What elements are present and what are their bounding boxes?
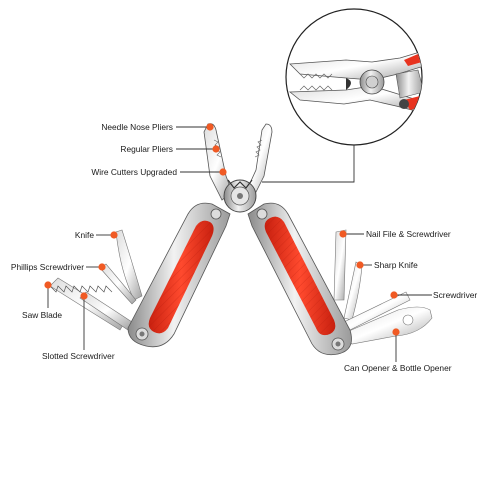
label-nail-file-screwdriver: Nail File & Screwdriver xyxy=(366,229,451,239)
left-handle xyxy=(49,202,231,348)
label-phillips-screwdriver: Phillips Screwdriver xyxy=(10,262,84,272)
label-saw-blade: Saw Blade xyxy=(22,310,63,320)
zoom-inset xyxy=(285,8,423,146)
label-slotted-screwdriver: Slotted Screwdriver xyxy=(42,351,115,361)
label-can-bottle-opener: Can Opener & Bottle Opener xyxy=(344,363,452,373)
label-sharp-knife: Sharp Knife xyxy=(374,260,418,270)
label-needle-nose-pliers: Needle Nose Pliers xyxy=(101,122,173,132)
pliers-head xyxy=(203,123,273,213)
label-wire-cutters: Wire Cutters Upgraded xyxy=(91,167,177,177)
callout-dots xyxy=(44,123,400,336)
label-screwdriver: Screwdriver xyxy=(433,290,478,300)
label-knife: Knife xyxy=(74,230,94,240)
label-regular-pliers: Regular Pliers xyxy=(120,144,173,154)
leader-lines xyxy=(47,126,432,362)
right-handle xyxy=(247,202,433,356)
